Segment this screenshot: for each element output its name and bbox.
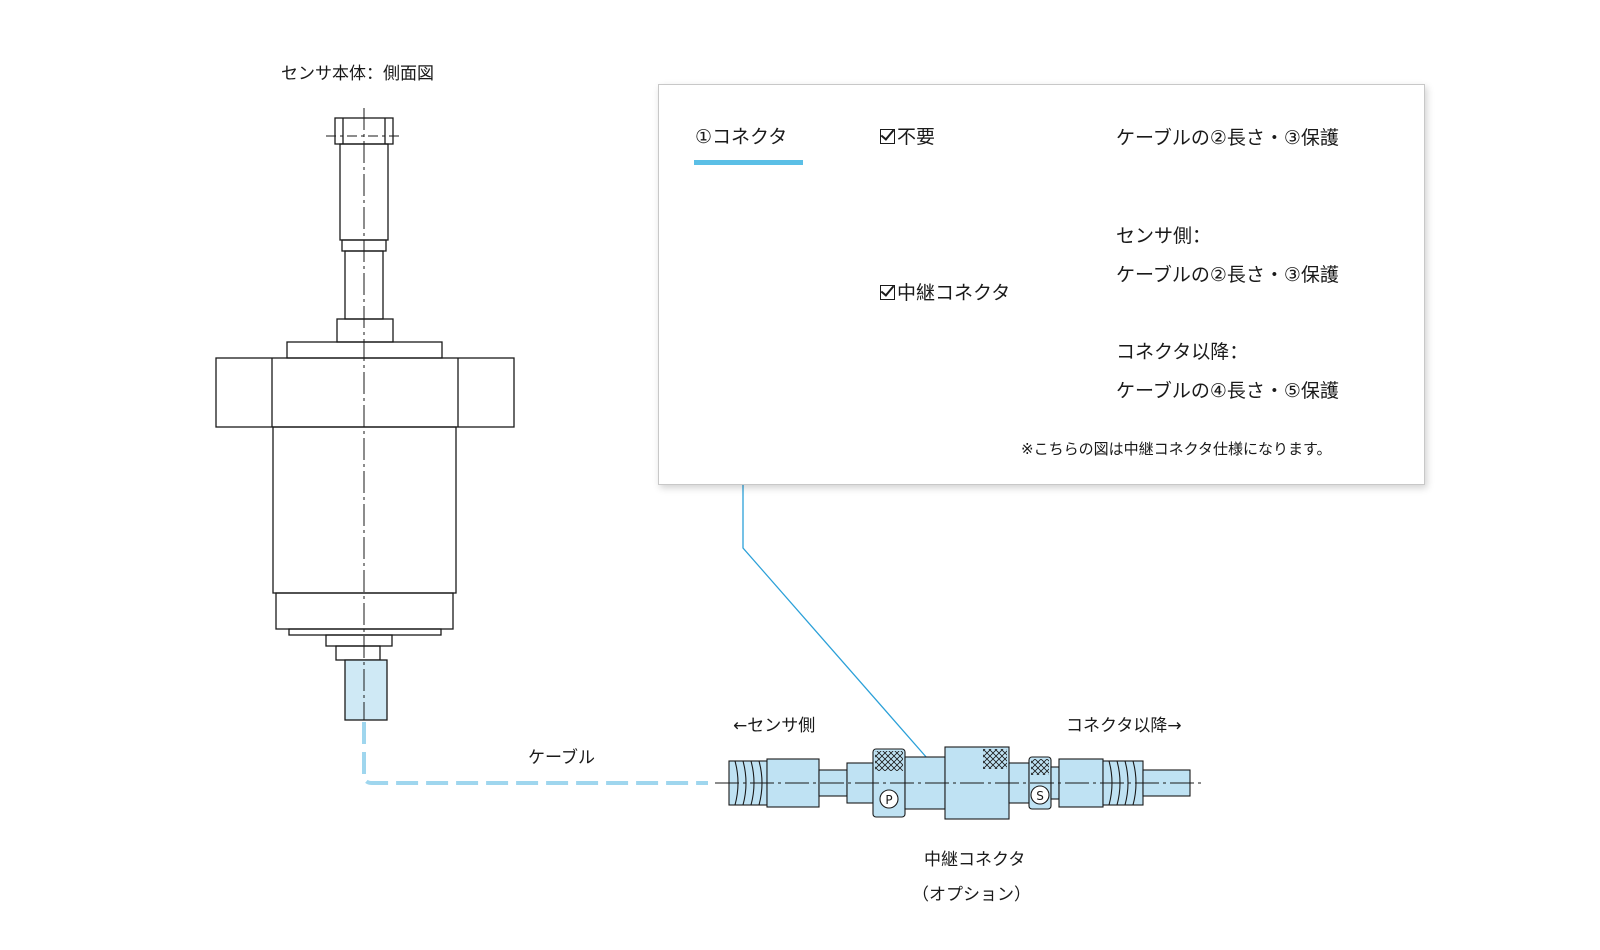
relay-after-result: ケーブルの④長さ・⑤保護 (1116, 380, 1339, 402)
p-mark-icon (879, 789, 899, 809)
relay-sensor-side-result: ケーブルの②長さ・③保護 (1116, 264, 1339, 286)
branch-relay-label: 中継コネクタ (897, 282, 1011, 304)
relay-after-title: コネクタ以降： (1116, 341, 1249, 363)
branch-none-label: 不要 (897, 126, 936, 148)
root-connector-underline (694, 160, 803, 165)
relay-sensor-side-title: センサ側： (1116, 225, 1212, 247)
cable-label: ケーブル (528, 748, 595, 768)
branch-none-result: ケーブルの②長さ・③保護 (1116, 127, 1339, 149)
relay-connector (715, 746, 1205, 820)
relay-right-label: コネクタ以降→ (1066, 716, 1182, 736)
connector-options-panel (658, 84, 1425, 485)
branch-relay: 中継コネクタ (880, 284, 1010, 303)
relay-mark-s: S (1036, 789, 1044, 803)
sensor-side-view (215, 108, 515, 721)
relay-left-label: ←センサ側 (733, 716, 816, 736)
relay-mark-p: P (885, 793, 892, 807)
branch-none: 不要 (880, 128, 935, 147)
sensor-title: センサ本体：側面図 (281, 64, 434, 84)
root-connector-label: ①コネクタ (695, 126, 788, 148)
s-mark-icon (1030, 785, 1050, 805)
panel-note: ※こちらの図は中継コネクタ仕様になります。 (1021, 440, 1332, 458)
relay-name-label: 中継コネクタ (924, 850, 1026, 870)
checkbox-icon (880, 285, 895, 300)
cable-dashed-line (362, 722, 708, 785)
relay-option-label: （オプション） (912, 885, 1031, 905)
checkbox-icon (880, 129, 895, 144)
